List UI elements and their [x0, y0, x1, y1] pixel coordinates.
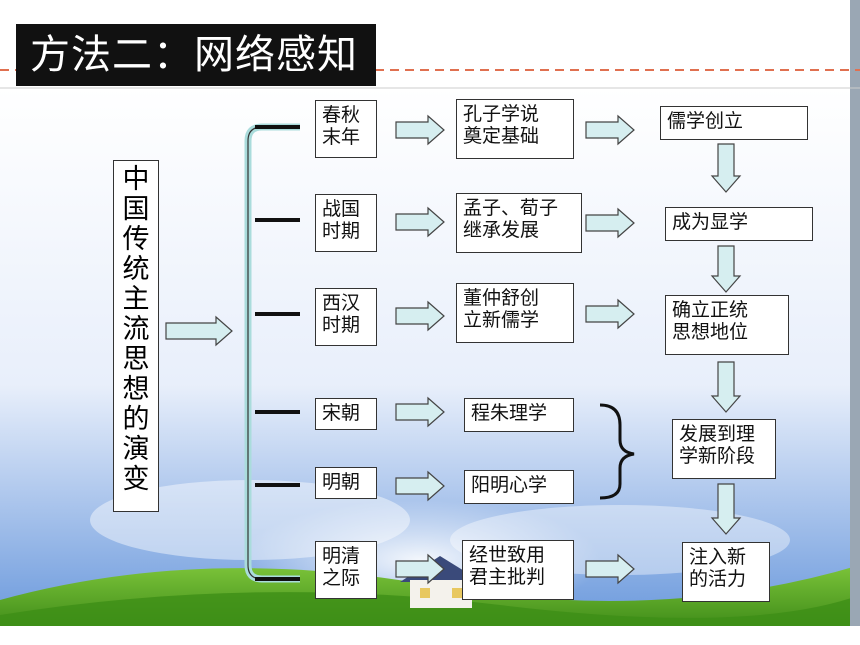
main-topic-char: 思: [122, 344, 150, 375]
right-arrow-icon: [395, 553, 445, 585]
branch-lines: [255, 125, 300, 581]
period-box: 春秋 末年: [315, 100, 377, 158]
right-arrow-icon: [165, 315, 233, 347]
event-box: 孔子学说 奠定基础: [456, 99, 574, 159]
event-box: 经世致用 君主批判: [462, 540, 574, 600]
event-box: 董仲舒创 立新儒学: [456, 283, 574, 343]
main-topic-char: 传: [122, 224, 150, 255]
event-box: 阳明心学: [464, 470, 574, 504]
stage-box: 注入新 的活力: [682, 542, 770, 602]
stage-box: 确立正统 思想地位: [665, 295, 789, 355]
main-topic-char: 统: [122, 254, 150, 285]
right-arrow-icon: [585, 298, 635, 330]
stage-box: 成为显学: [665, 207, 813, 241]
period-box: 战国 时期: [315, 194, 377, 252]
main-topic-char: 流: [122, 314, 150, 345]
main-topic-char: 主: [122, 284, 150, 315]
main-topic-char: 中: [122, 164, 150, 195]
right-arrow-icon: [395, 396, 445, 428]
down-arrow-icon: [710, 143, 742, 193]
event-box: 孟子、荀子 继承发展: [456, 193, 582, 253]
main-topic-char: 国: [122, 194, 150, 225]
main-topic-char: 演: [122, 434, 150, 465]
period-box: 西汉 时期: [315, 288, 377, 346]
right-arrow-icon: [395, 206, 445, 238]
curly-brace: [599, 403, 635, 500]
period-box: 宋朝: [315, 398, 377, 430]
period-box: 明清 之际: [315, 541, 377, 599]
stage-box: 儒学创立: [660, 106, 808, 140]
right-arrow-icon: [585, 553, 635, 585]
main-topic-char: 想: [122, 374, 150, 405]
right-arrow-icon: [585, 114, 635, 146]
down-arrow-icon: [710, 245, 742, 293]
down-arrow-icon: [710, 483, 742, 535]
stage-box: 发展到理 学新阶段: [672, 419, 776, 479]
right-arrow-icon: [395, 114, 445, 146]
period-box: 明朝: [315, 467, 377, 499]
right-arrow-icon: [395, 300, 445, 332]
main-topic-char: 的: [122, 404, 150, 435]
bracket-left: [244, 123, 300, 583]
main-topic-char: 变: [122, 464, 150, 495]
down-arrow-icon: [710, 361, 742, 413]
page-title: 方法二：网络感知: [16, 24, 376, 86]
right-arrow-icon: [585, 207, 635, 239]
event-box: 程朱理学: [464, 398, 574, 432]
right-arrow-icon: [395, 470, 445, 502]
main-topic-box: 中 国 传 统 主 流 思 想 的 演 变: [113, 160, 159, 512]
